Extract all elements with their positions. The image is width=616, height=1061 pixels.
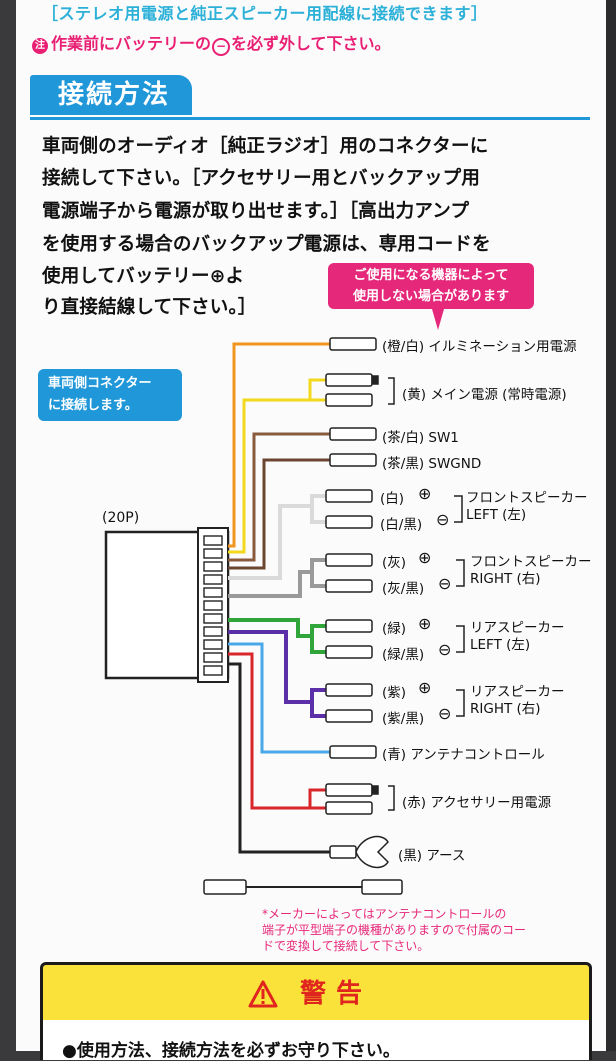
intro-line-6: り直接結線して下さい。］: [42, 297, 257, 318]
wire-gray: [228, 558, 326, 598]
wire-white: [228, 494, 326, 580]
bracket-red: [388, 785, 395, 811]
warning-title: 警告: [299, 979, 372, 1009]
connector-label: (20P): [102, 510, 140, 526]
wire-yellow: [228, 378, 326, 554]
label-black: (黒) アース: [398, 848, 466, 864]
label-white-black: (白/黒): [380, 517, 423, 533]
warning-triangle-icon: [248, 980, 278, 1008]
minus-icon: ⊖: [438, 704, 452, 723]
plus-icon: ⊕: [418, 484, 432, 503]
bracket-rear-left: [456, 625, 465, 653]
plus-icon: ⊕: [418, 614, 432, 633]
optional-note-tag: ご使用になる機器によって 使用しない場合があります: [328, 263, 534, 309]
bracket-rear-right: [456, 689, 465, 717]
wire-purple: [228, 630, 326, 718]
label-blue: (青) アンテナコントロール: [382, 747, 545, 763]
minus-icon: ⊖: [438, 574, 452, 593]
label-purple-black: (紫/黒): [382, 711, 425, 727]
instruction-card: [16, 0, 606, 1051]
section-title: 接続方法: [30, 75, 193, 115]
minus-terminal-icon: −: [212, 38, 231, 56]
warning-body-text: ●使用方法、接続方法を必ずお守り下さい。: [62, 1041, 400, 1061]
header-top-line: ［ステレオ用電源と純正スピーカー用配線に接続できます］: [42, 4, 488, 23]
intro-line-3: 電源端子から電源が取り出せます。］［高出力アンプ: [42, 201, 470, 222]
label-gray: (灰): [382, 555, 407, 571]
label-green: (緑): [382, 621, 407, 637]
vehicle-connector-tag: 車両側コネクター に接続します。: [38, 369, 182, 421]
card-edge: [606, 0, 616, 1051]
section-underline: [30, 75, 590, 120]
label-orange-white: (橙/白) イルミネーション用電源: [382, 339, 577, 355]
label-brown-black: (茶/黒) SWGND: [382, 456, 482, 472]
bracket-front-right: [456, 559, 465, 587]
intro-line-2: 接続して下さい。［アクセサリー用とバックアップ用: [42, 168, 481, 189]
label-brown-white: (茶/白) SW1: [382, 430, 459, 446]
caution-line: 注作業前にバッテリーの−を必ず外して下さい。: [32, 30, 391, 56]
label-yellow: (黄) メイン電源 (常時電源): [402, 387, 567, 403]
minus-icon: ⊖: [436, 510, 450, 529]
intro-line-1: 車両側のオーディオ［純正ラジオ］用のコネクターに: [42, 136, 489, 157]
connector-pins: [203, 535, 223, 676]
plus-icon: ⊕: [418, 548, 432, 567]
intro-line-4: を使用する場合のバックアップ電源は、専用コードを: [42, 234, 491, 255]
caution-badge-icon: 注: [32, 38, 48, 54]
label-green-black: (緑/黒): [382, 647, 425, 663]
terminals: [203, 337, 403, 895]
wire-red: [228, 652, 326, 810]
label-gray-black: (灰/黒): [382, 581, 425, 597]
wire-black: [228, 662, 330, 854]
label-white: (白): [380, 491, 405, 507]
wire-brown-black: [228, 458, 330, 570]
plus-icon: ⊕: [418, 678, 432, 697]
label-purple: (紫): [382, 685, 407, 701]
minus-icon: ⊖: [438, 640, 452, 659]
footnote: *メーカーによってはアンテナコントロールの 端子が平型端子の機種がありますので付…: [262, 907, 527, 953]
intro-line-5: 使用してバッテリー⊕よ: [42, 266, 245, 287]
wire-orange-white: [228, 342, 330, 548]
bracket-yellow: [388, 377, 395, 405]
warning-banner: 警告: [40, 962, 592, 1023]
bracket-front-left: [454, 495, 463, 523]
wire-brown-white: [228, 432, 330, 562]
pink-tag-pointer: [432, 309, 444, 330]
wire-blue: [228, 642, 330, 754]
label-red: (赤) アクセサリー用電源: [402, 795, 552, 811]
wire-green: [228, 618, 326, 654]
